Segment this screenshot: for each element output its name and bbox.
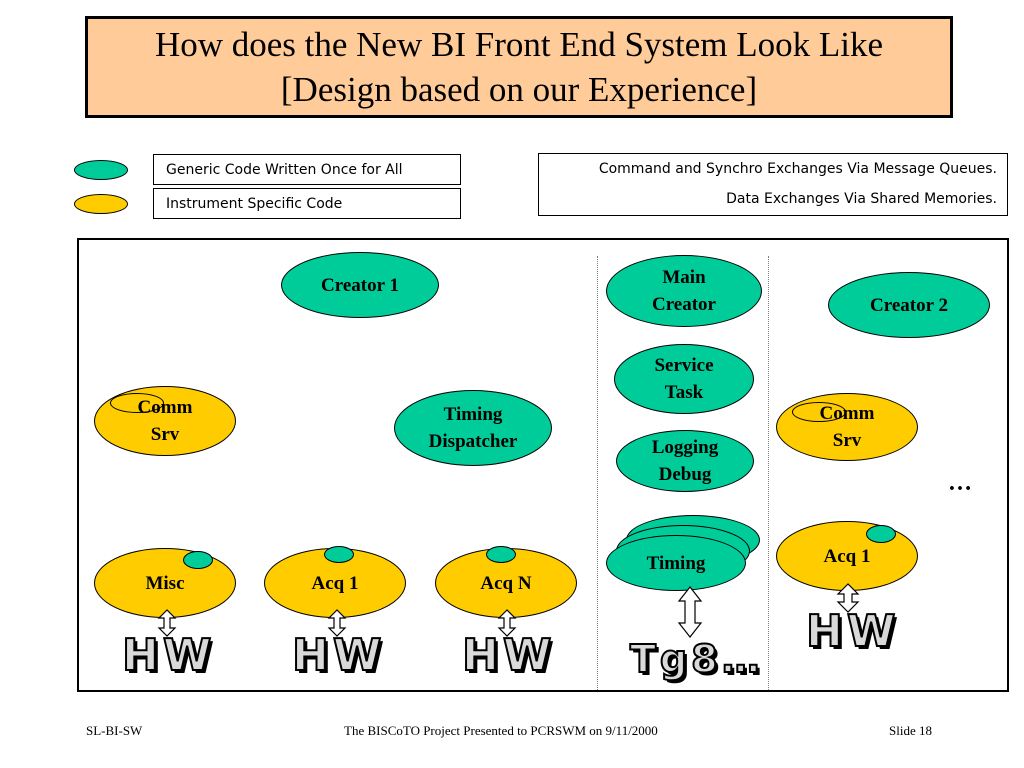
tg8-label: Tg8…: [629, 636, 764, 682]
exchanges-line-1: Command and Synchro Exchanges Via Messag…: [598, 161, 997, 177]
arrow-acq1-hw: [327, 609, 347, 637]
arrow-timing-tg8: [677, 586, 703, 638]
comm-srv-left-label-2: Srv: [150, 424, 180, 445]
main-creator-node: Main Creator: [606, 255, 762, 327]
footer-center: The BISCoTO Project Presented to PCRSWM …: [344, 723, 658, 738]
comm-srv-left-generic-oval: [110, 393, 164, 413]
hw-label-misc: HW: [121, 629, 216, 682]
more-ellipsis: …: [948, 470, 972, 496]
timing-dispatcher-label-1: Timing: [443, 404, 503, 425]
acq-1-right-generic-oval: [866, 525, 896, 543]
creator-1-label: Creator 1: [321, 274, 399, 296]
timing-dispatcher-label-2: Dispatcher: [428, 431, 518, 452]
title-line-1: How does the New BI Front End System Loo…: [154, 25, 884, 64]
arrow-acq1-right-hw: [836, 583, 860, 613]
creator-2-label: Creator 2: [870, 294, 948, 316]
legend-specific-oval: [74, 194, 128, 214]
hw-label-acq1-right: HW: [805, 605, 900, 658]
legend-specific-label: Instrument Specific Code: [153, 188, 461, 219]
service-task-node: Service Task: [614, 344, 754, 414]
creator-1-node: Creator 1: [281, 252, 439, 318]
exchanges-note: Command and Synchro Exchanges Via Messag…: [538, 153, 1008, 216]
main-creator-label-1: Main: [662, 267, 706, 288]
misc-label: Misc: [145, 572, 185, 594]
comm-srv-right-generic-oval: [792, 402, 846, 422]
main-creator-label-2: Creator: [651, 294, 716, 315]
service-task-label-2: Task: [664, 382, 704, 403]
timing-node: Timing: [606, 535, 746, 591]
misc-generic-oval: [183, 551, 213, 569]
footer-right: Slide 18: [889, 723, 932, 738]
acq-n-generic-oval: [486, 546, 516, 563]
service-task-label-1: Service: [654, 355, 714, 376]
footer-left: SL-BI-SW: [86, 723, 143, 738]
comm-srv-left-node: Comm Srv: [94, 386, 236, 456]
comm-srv-right-label-2: Srv: [832, 430, 862, 451]
acq-n-label: Acq N: [480, 572, 532, 594]
timing-label: Timing: [646, 552, 706, 574]
divider-left: [597, 256, 598, 690]
legend-generic-oval: [74, 160, 128, 180]
title-line-2: [Design based on our Experience]: [280, 70, 758, 109]
legend-generic-label: Generic Code Written Once for All: [153, 154, 461, 185]
logging-debug-label-1: Logging: [651, 437, 719, 458]
acq-1-left-label: Acq 1: [311, 572, 359, 594]
creator-2-node: Creator 2: [828, 272, 990, 338]
timing-dispatcher-node: Timing Dispatcher: [394, 390, 552, 466]
diagram-frame: [77, 238, 1009, 692]
title-box: How does the New BI Front End System Loo…: [85, 16, 953, 118]
hw-label-acqn: HW: [461, 629, 556, 682]
exchanges-line-2: Data Exchanges Via Shared Memories.: [726, 191, 997, 207]
arrow-misc-hw: [157, 609, 177, 637]
divider-right: [768, 256, 769, 690]
arrow-acqn-hw: [497, 609, 517, 637]
logging-debug-node: Logging Debug: [616, 430, 754, 492]
acq-1-right-label: Acq 1: [823, 545, 871, 567]
acq-1-left-generic-oval: [324, 546, 354, 563]
logging-debug-label-2: Debug: [658, 464, 712, 485]
hw-label-acq1: HW: [291, 629, 386, 682]
